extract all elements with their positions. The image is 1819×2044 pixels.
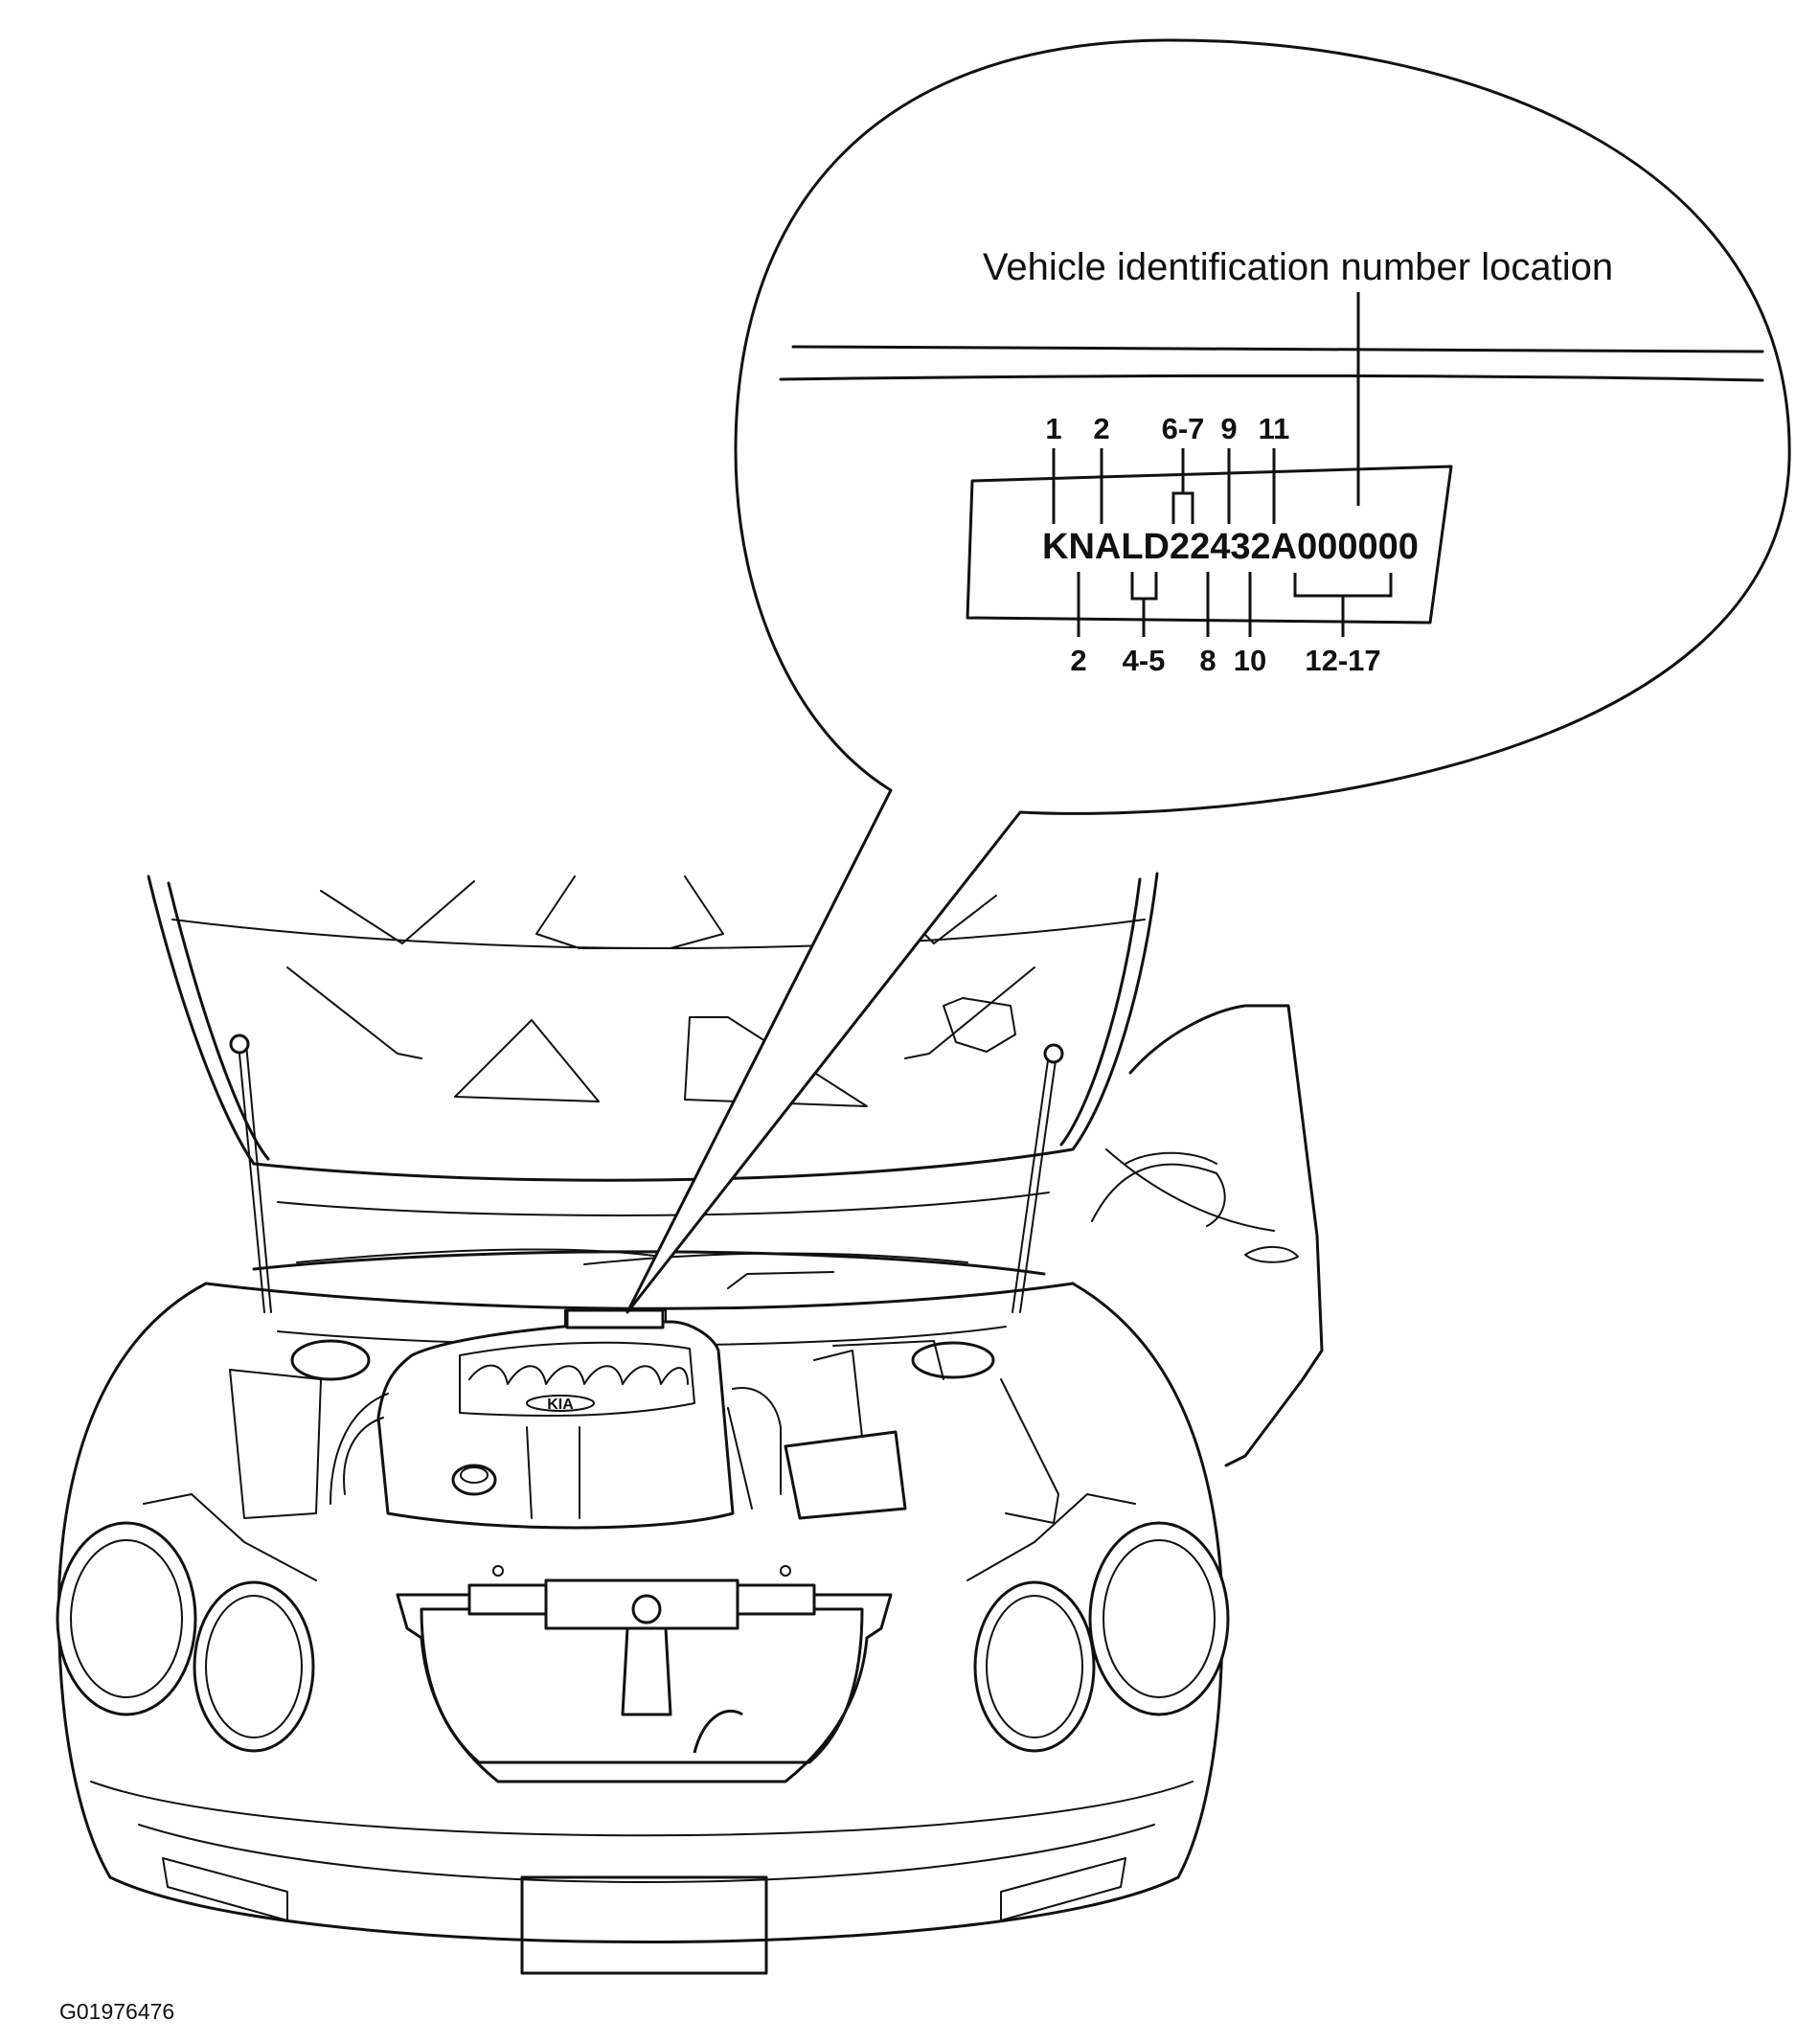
headlights [56, 1493, 1230, 1753]
figure-id: G01976476 [59, 1999, 174, 2024]
vin-plate [966, 465, 1453, 625]
open-door [1091, 1004, 1324, 1467]
label-pos-6-7: 6-7 [1162, 412, 1205, 445]
label-pos-9: 9 [1220, 412, 1237, 445]
vin-plate-on-car [565, 1308, 665, 1329]
label-pos-12-17: 12-17 [1305, 644, 1380, 677]
label-pos-2-bottom: 2 [1070, 644, 1086, 677]
engine-bay: KIA [229, 1320, 1059, 1530]
callout-caption: Vehicle identification number location [983, 246, 1613, 288]
left-inner-headlight [193, 1580, 315, 1753]
label-pos-8: 8 [1199, 644, 1216, 677]
right-outer-headlight [1088, 1521, 1230, 1716]
radiator-grille [396, 1565, 893, 1783]
top-position-labels: 1 2 6-7 9 11 [1045, 412, 1289, 445]
label-pos-2-top: 2 [1093, 412, 1109, 445]
open-hood [147, 872, 1159, 1313]
label-pos-11: 11 [1259, 412, 1290, 445]
label-pos-1: 1 [1045, 412, 1061, 445]
bottom-position-labels: 2 4-5 8 10 12-17 [1070, 644, 1380, 677]
car-illustration: KIA [56, 872, 1324, 1975]
label-pos-10: 10 [1234, 644, 1266, 677]
right-inner-headlight [973, 1580, 1096, 1753]
callout-balloon: Vehicle identification number location K… [625, 38, 1791, 1314]
vin-text: KNALD22432A000000 [1042, 527, 1419, 567]
left-outer-headlight [56, 1521, 197, 1716]
label-pos-4-5: 4-5 [1123, 644, 1166, 677]
emblem-text: KIA [547, 1397, 574, 1413]
